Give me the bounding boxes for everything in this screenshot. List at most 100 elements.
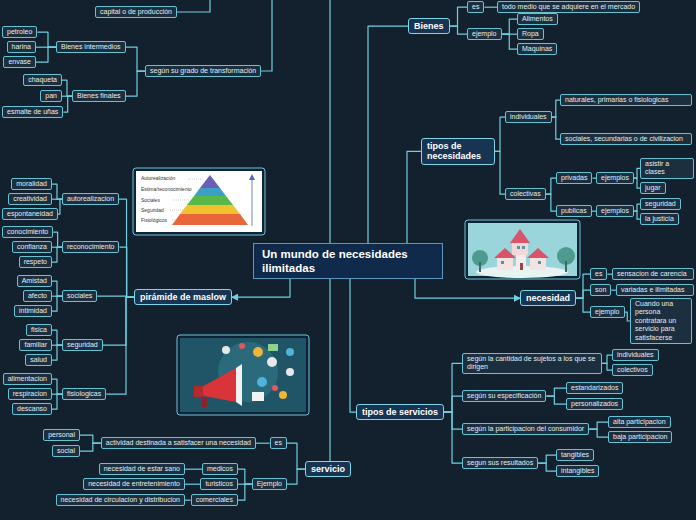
illustration-shape — [170, 210, 183, 211]
illustration-shape — [236, 364, 242, 406]
node-text: descanso — [17, 405, 47, 413]
node-text: baja participacion — [613, 433, 667, 441]
connector — [80, 443, 101, 451]
node-text: capital o de producción — [100, 8, 172, 16]
connector — [415, 279, 520, 298]
topic-box: individuales — [505, 111, 552, 123]
connector — [37, 32, 56, 47]
node-text: necesidad de entretenimiento — [88, 480, 180, 488]
topic-box: chaqueta — [23, 74, 62, 86]
illustration-shape — [527, 248, 549, 258]
topic-box: colectivas — [505, 188, 546, 200]
node-text: Bienes — [414, 21, 444, 31]
node-text: afecto — [28, 292, 47, 300]
connector — [444, 412, 462, 463]
connector — [484, 7, 497, 8]
topic-box: esmalte de uñas — [2, 106, 63, 118]
node-text: social — [57, 447, 75, 455]
topic-box: turisticos — [200, 478, 238, 490]
node-text: individuales — [510, 113, 547, 121]
illustration-shape — [222, 346, 230, 354]
illustration-shape — [501, 261, 504, 264]
topic-box: asistir a clases — [640, 158, 694, 179]
topic-box: Maquinas — [517, 43, 557, 55]
illustration-shape — [465, 220, 580, 279]
topic-box: según su especificación — [462, 390, 546, 402]
node-text: pirámide de maslow — [140, 292, 226, 302]
node-text: según la participacion del consumidor — [467, 425, 584, 433]
node-text: Maquinas — [522, 45, 552, 53]
topic-box: seguridad — [62, 339, 103, 351]
node-text: respeto — [24, 258, 47, 266]
illustration-shape — [172, 214, 248, 225]
illustration-shape — [279, 391, 287, 399]
node-text: tangibles — [561, 451, 589, 459]
illustration-shape — [257, 377, 267, 387]
topic-box: Ropa — [517, 28, 544, 40]
topic-box: moralidad — [11, 178, 52, 190]
node-text: familiar — [24, 341, 47, 349]
node-text: personal — [48, 431, 75, 439]
topic-box: respiracion — [8, 388, 52, 400]
illustration-shape — [133, 168, 265, 235]
node-text: Un mundo de necesidades ilimitadas — [262, 247, 434, 276]
topic-box: es — [467, 1, 484, 13]
node-text: ejemplos — [601, 207, 629, 215]
node-text: conocimiento — [7, 228, 48, 236]
topic-box: individuales — [612, 349, 659, 361]
node-text: según su grado de transformación — [150, 67, 256, 75]
illustration-shape — [494, 248, 516, 258]
houses-image — [465, 220, 580, 279]
topic-box: sociales, secundarias o de civilizacion — [560, 133, 692, 145]
node-text: colectivos — [617, 366, 648, 374]
node-text: colectivas — [510, 190, 541, 198]
connector — [576, 290, 590, 298]
topic-box: respeto — [19, 256, 52, 268]
illustration-shape — [222, 346, 294, 376]
topic-box: fisica — [26, 324, 52, 336]
topic-box: Alimentos — [517, 13, 558, 25]
branch-box: servicio — [305, 461, 351, 477]
connector — [450, 7, 467, 26]
topic-box: petroleo — [2, 26, 37, 38]
topic-box: segun sus resultados — [462, 457, 538, 469]
connector — [119, 247, 134, 297]
illustration-shape — [257, 348, 294, 387]
illustration-shape — [194, 188, 226, 196]
topic-box: sociales — [62, 290, 97, 302]
illustration-shape — [522, 246, 525, 249]
illustration-shape — [177, 335, 309, 415]
illustration-shape — [267, 357, 277, 367]
node-text: intimidad — [19, 307, 47, 315]
connector — [552, 117, 560, 139]
illustration-shape — [200, 368, 236, 402]
megaphone-image — [177, 335, 309, 415]
connector — [538, 463, 556, 471]
node-text: chaqueta — [28, 76, 57, 84]
topic-box: necesidad de circulacion y distribucion — [56, 494, 185, 506]
node-text: ejemplo — [472, 30, 497, 38]
topic-box: seguridad — [640, 198, 681, 210]
illustration-shape — [172, 200, 190, 201]
node-text: sociales, secundarias o de civilizacion — [565, 135, 687, 143]
pyramid-level-label: Fisiológicos — [141, 218, 167, 223]
topic-box: tangibles — [556, 449, 594, 461]
topic-box: Ejemplo — [252, 478, 287, 490]
connector — [502, 34, 517, 49]
node-text: alimentacion — [8, 375, 47, 383]
illustration-shape — [479, 262, 481, 272]
illustration-shape — [252, 392, 264, 401]
illustration-shape — [286, 348, 294, 356]
illustration-shape — [136, 171, 262, 232]
topic-box: colectivos — [612, 364, 653, 376]
topic-box: Cuando una persona contratara un servici… — [630, 298, 692, 344]
illustration-shape — [249, 174, 255, 180]
illustration-shape — [197, 190, 203, 191]
connector — [552, 100, 560, 117]
illustration-shape — [510, 229, 530, 243]
connector — [602, 363, 612, 370]
topic-box: según la participacion del consumidor — [462, 423, 589, 435]
node-text: creatividad — [13, 195, 47, 203]
node-text: tipos de necesidades — [427, 141, 489, 162]
